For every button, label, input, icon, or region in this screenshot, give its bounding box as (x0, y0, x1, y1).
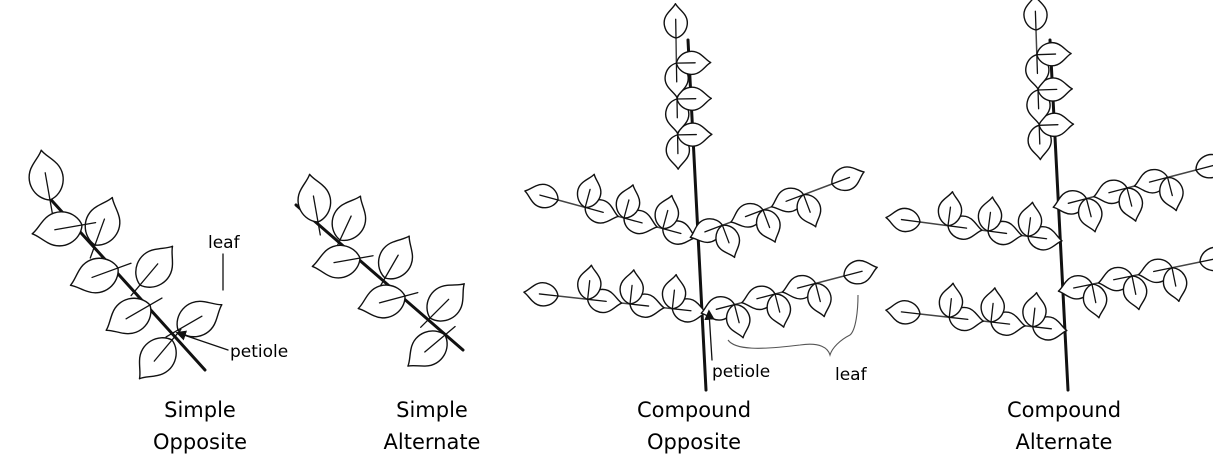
caption-line-2: Opposite (647, 430, 741, 454)
leaflet (828, 161, 868, 195)
caption-line-1: Simple (164, 398, 236, 422)
caption-line-1: Simple (396, 398, 468, 422)
leaflet (294, 172, 337, 238)
petiole-label: petiole (712, 362, 770, 382)
leaf-label: leaf (208, 233, 241, 253)
leaflet (676, 51, 711, 75)
leaflet (25, 147, 70, 216)
leaflet (522, 180, 561, 211)
caption-line-1: Compound (637, 398, 751, 422)
simple-opposite-diagram: leaf petiole Simple Opposite (25, 147, 289, 454)
leaflet (1023, 0, 1047, 30)
leaflet (118, 235, 185, 306)
petiole-label: petiole (230, 342, 288, 362)
leaflet (74, 192, 128, 264)
leaflet (664, 3, 688, 38)
caption-line-2: Alternate (1016, 430, 1113, 454)
compound-opposite-diagram: petiole leaf Compound Opposite (522, 3, 880, 454)
compound-alternate-diagram: Compound Alternate (884, 0, 1213, 454)
leaflet (310, 240, 376, 283)
simple-alternate-diagram: Simple Alternate (294, 172, 481, 454)
caption-line-2: Alternate (384, 430, 481, 454)
caption-line-2: Opposite (153, 430, 247, 454)
leaflet (523, 281, 560, 308)
leaflet (409, 272, 475, 338)
leaflet (884, 206, 921, 233)
leaflet (1198, 244, 1213, 273)
leaflet (885, 299, 922, 326)
petiole-arrow (709, 312, 712, 360)
caption-line-1: Compound (1007, 398, 1121, 422)
leaflet (1193, 150, 1213, 181)
leaf-label: leaf (835, 365, 868, 385)
leaflet (1036, 42, 1071, 66)
stem (35, 182, 205, 370)
stem (296, 205, 463, 350)
leaflet (841, 256, 880, 287)
